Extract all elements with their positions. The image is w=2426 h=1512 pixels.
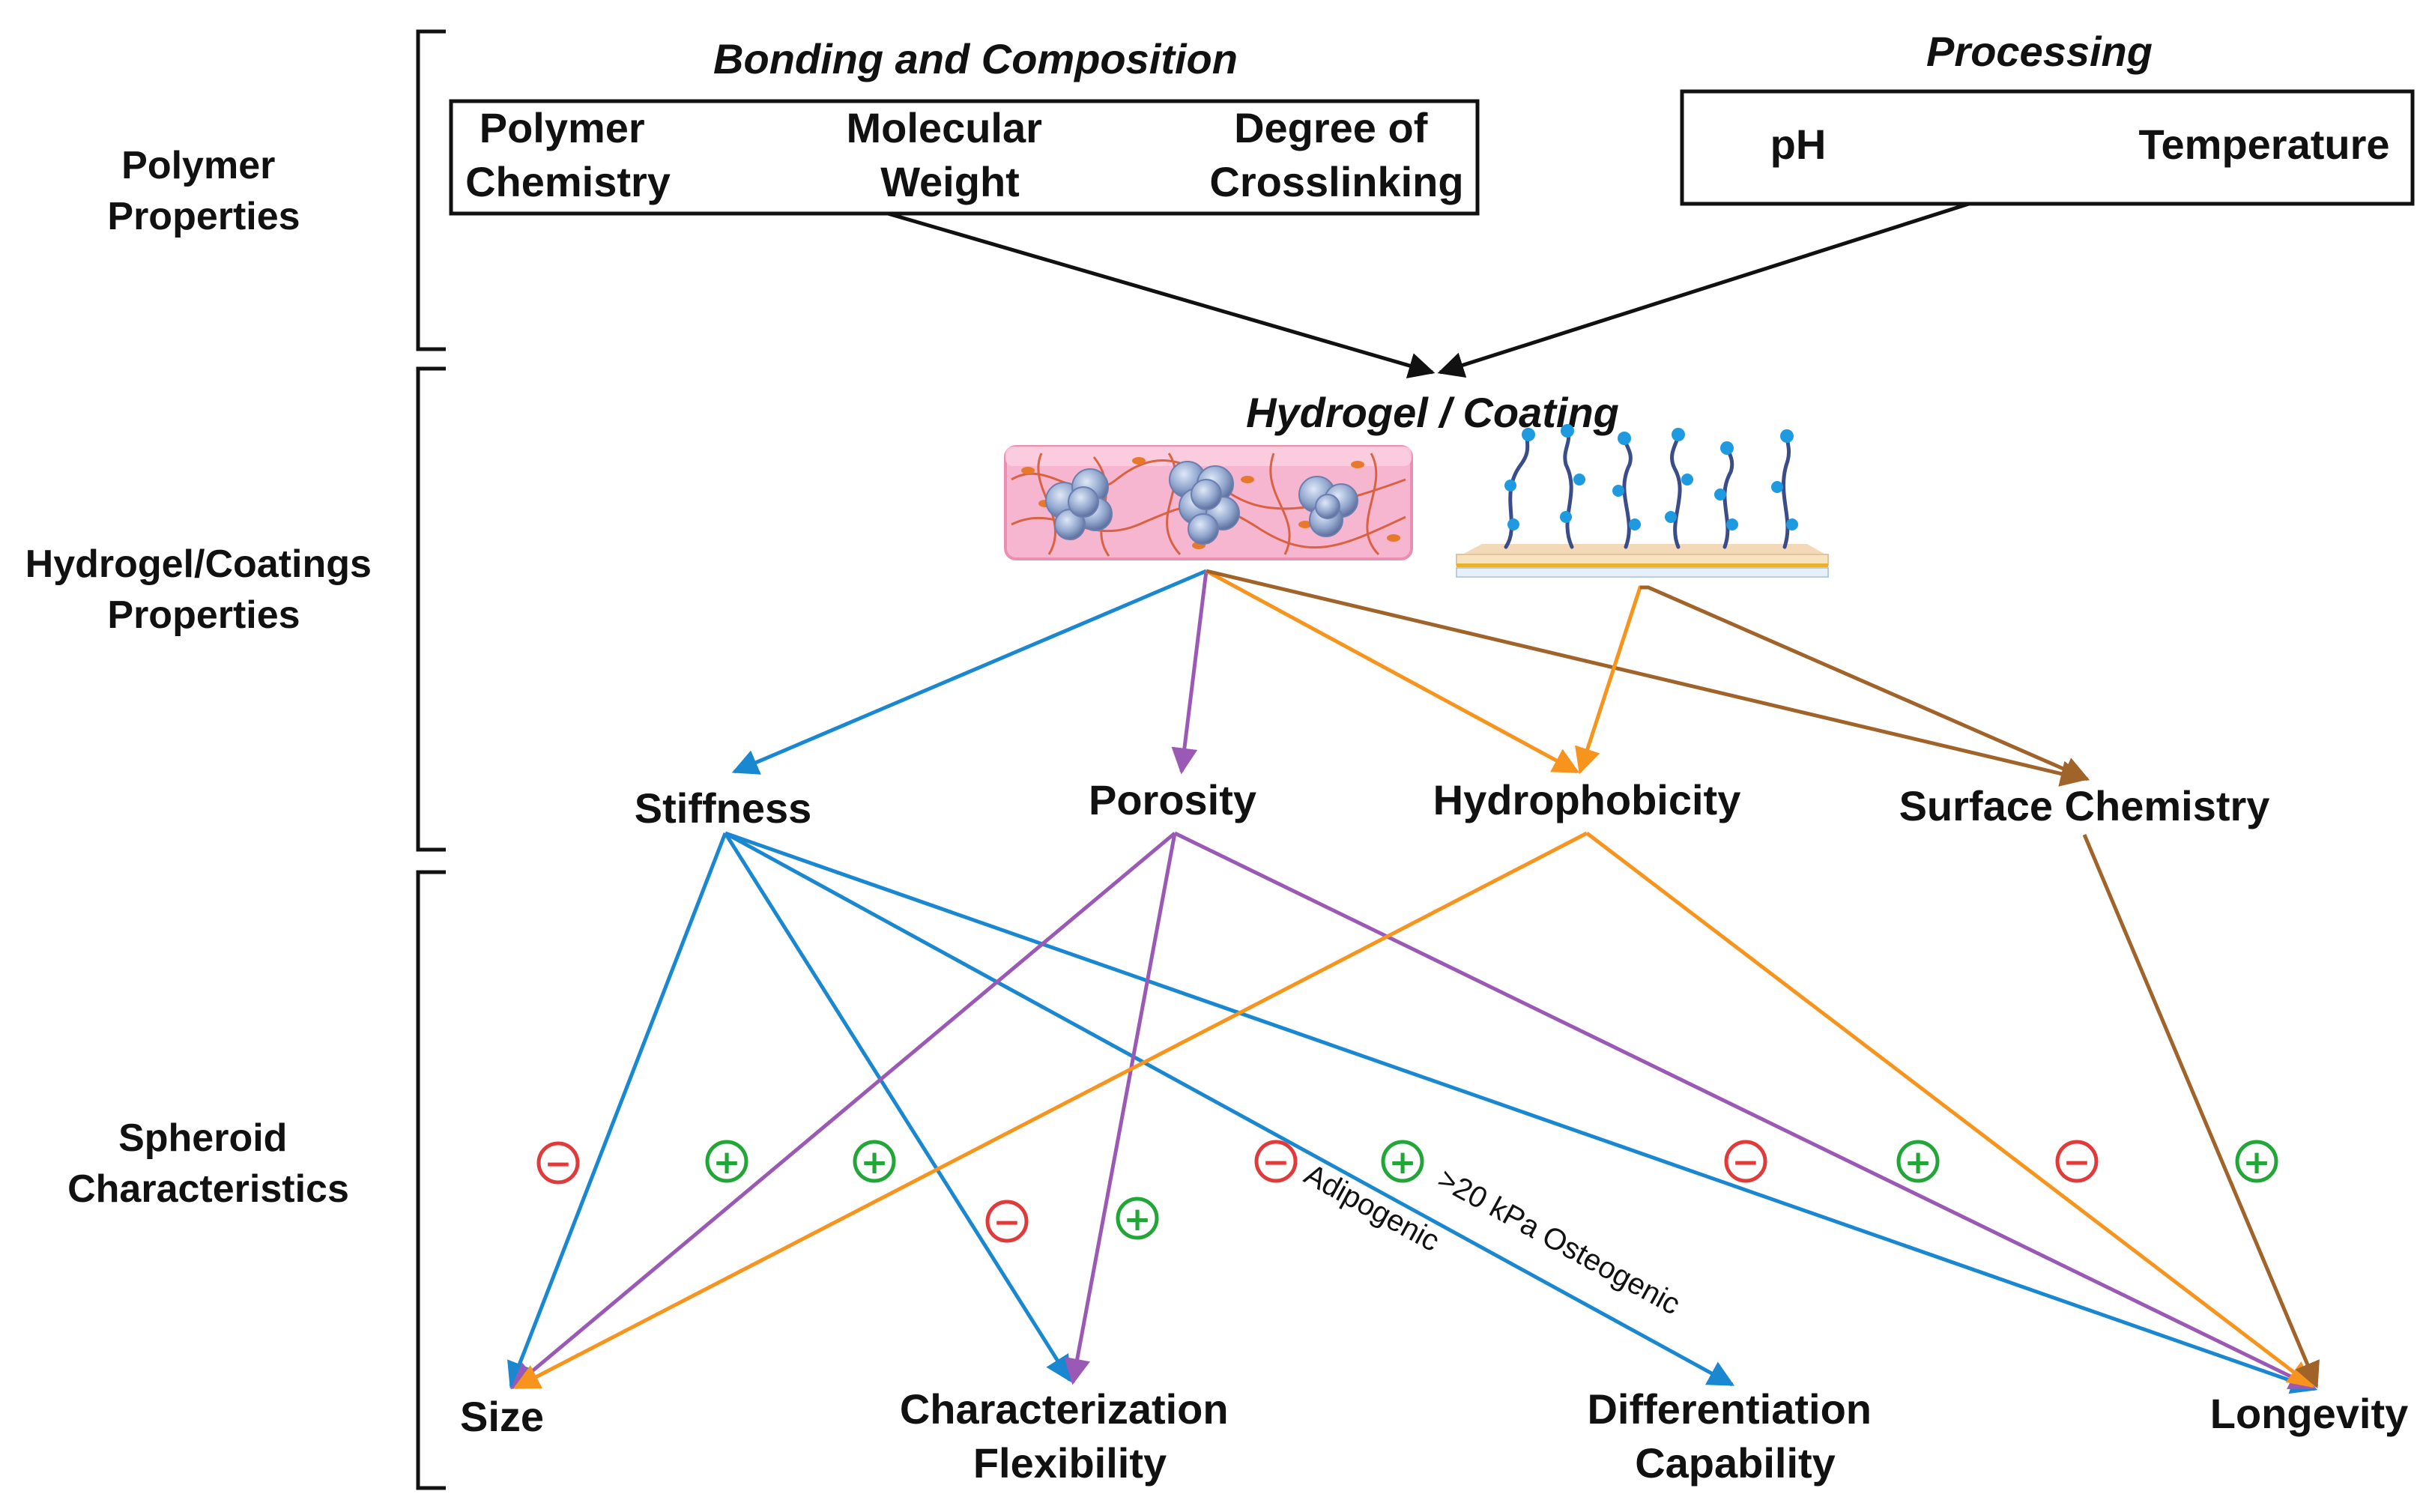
bracket-spheroid <box>416 870 446 1490</box>
sign-plus-4: + <box>1381 1140 1424 1183</box>
bracket-polymer <box>416 29 446 351</box>
property-stiffness: Stiffness <box>635 784 812 832</box>
arrow-bonding-to-hydrogel <box>887 211 1436 378</box>
molecular-weight-label: Molecular Weight <box>847 104 1054 205</box>
spheroid-cluster-3 <box>1298 476 1358 537</box>
arrow-hydrophobicity-to-longevity <box>1585 832 2314 1388</box>
svg-text:+: + <box>1124 1200 1152 1239</box>
arrow-coating-to-hydrophobicity <box>1575 585 1648 775</box>
bracket-hydrogel <box>416 366 446 852</box>
sign-plus-1: + <box>705 1140 748 1183</box>
temperature-label: Temperature <box>2138 121 2389 168</box>
section-label-spheroid: Spheroid Characteristics <box>67 1116 349 1211</box>
hydrogel-to-properties-arrows <box>731 569 2090 787</box>
sign-minus-2: − <box>985 1200 1029 1243</box>
arrow-stiffness-to-size <box>507 832 728 1389</box>
svg-text:+: + <box>861 1143 889 1182</box>
section-label-polymer: Polymer Properties <box>107 144 300 238</box>
sign-minus-4: − <box>1724 1140 1767 1183</box>
svg-text:−: − <box>1732 1143 1760 1182</box>
bonding-box <box>449 99 1480 216</box>
arrow-surface-chemistry-to-longevity <box>2082 834 2320 1389</box>
svg-text:−: − <box>1262 1143 1290 1182</box>
arrow-porosity-to-longevity <box>1173 831 2317 1390</box>
section-label-hydrogel: Hydrogel/Coatings Properties <box>25 542 383 637</box>
outcome-size: Size <box>460 1393 544 1440</box>
outcome-longevity: Longevity <box>2210 1390 2408 1437</box>
arrow-hydrogel-to-stiffness <box>731 569 1207 775</box>
svg-text:+: + <box>2243 1143 2271 1182</box>
svg-text:−: − <box>993 1203 1021 1242</box>
processing-box <box>1680 89 2415 206</box>
arrow-processing-to-hydrogel <box>1437 202 1970 378</box>
crosslinking-label: Degree of Crosslinking <box>1209 104 1463 205</box>
sign-plus-5: + <box>1896 1140 1940 1183</box>
svg-text:−: − <box>545 1145 572 1183</box>
spheroid-cluster-1 <box>1045 468 1113 540</box>
arrow-hydrophobicity-to-size <box>512 831 1588 1390</box>
spheroid-cluster-2 <box>1169 461 1240 545</box>
processing-title: Processing <box>1926 28 2153 75</box>
svg-text:+: + <box>713 1143 741 1182</box>
arrow-stiffness-to-flexibility <box>723 832 1072 1382</box>
sign-minus-5: − <box>2055 1140 2099 1183</box>
hydrogel-illustration <box>1004 445 1413 560</box>
outcome-flexibility: Characterization Flexibility <box>900 1385 1240 1487</box>
sign-minus-3: − <box>1254 1140 1298 1183</box>
ph-label: pH <box>1770 121 1827 168</box>
property-surface-chemistry: Surface Chemistry <box>1899 782 2270 829</box>
arrow-hydrogel-to-porosity <box>1171 570 1209 775</box>
hydrogel-title: Hydrogel / Coating <box>1246 389 1619 436</box>
arrow-hydrogel-to-hydrophobicity <box>1205 569 1580 774</box>
sign-plus-2: + <box>853 1140 896 1183</box>
outcome-differentiation: Differentiation Capability <box>1587 1385 1883 1487</box>
property-hydrophobicity: Hydrophobicity <box>1433 776 1741 823</box>
arrow-stiffness-to-longevity <box>725 831 2318 1394</box>
svg-text:+: + <box>1389 1143 1417 1182</box>
arrow-porosity-to-flexibility <box>1064 832 1177 1385</box>
bonding-title: Bonding and Composition <box>713 35 1238 82</box>
annotation-adipogenic: Adipogenic <box>1299 1158 1445 1258</box>
arrow-stiffness-to-differentiation <box>724 831 1735 1387</box>
sign-plus-3: + <box>1116 1197 1159 1240</box>
svg-text:+: + <box>1905 1143 1932 1182</box>
properties-to-outcomes-arrows <box>507 831 2320 1394</box>
sign-minus-1: − <box>536 1141 580 1185</box>
arrow-coating-to-surface-chemistry <box>1640 585 2090 782</box>
coating-illustration <box>1456 424 1829 578</box>
polymer-chemistry-label: Polymer Chemistry <box>465 104 671 205</box>
arrow-porosity-to-size <box>510 832 1176 1390</box>
svg-text:−: − <box>2063 1143 2091 1182</box>
section-brackets <box>416 29 446 1490</box>
arrow-hydrogel-to-surface-chemistry <box>1206 569 2087 787</box>
sign-plus-6: + <box>2235 1140 2278 1183</box>
property-porosity: Porosity <box>1089 776 1256 823</box>
